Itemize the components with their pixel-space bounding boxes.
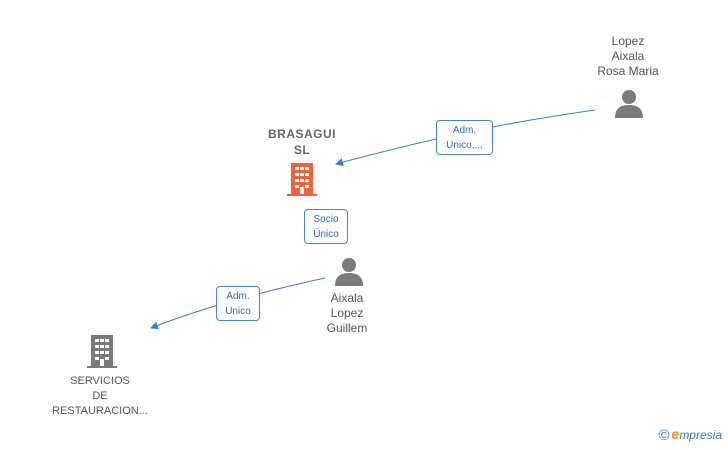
edge-label-line-1: Adm. xyxy=(226,291,250,302)
person-icon[interactable] xyxy=(614,88,644,118)
edge-label-adm-unico-top[interactable]: Adm. Unico,... xyxy=(436,120,493,155)
brand-name: mpresia xyxy=(679,428,722,442)
edge-label-socio-unico[interactable]: Socio Único xyxy=(304,209,348,244)
edge-lopez-to-brasagui xyxy=(335,109,596,167)
empresia-logo: ©empresia xyxy=(658,426,722,444)
edge-label-line-2: Unico xyxy=(225,306,251,317)
company-name-line-1: BRASAGUI xyxy=(267,127,336,141)
person-name-line-3: Rosa Maria xyxy=(597,64,659,78)
person-node-lopez-aixala[interactable]: Lopez Aixala Rosa Maria xyxy=(583,34,673,79)
person-name-line-3: Guillem xyxy=(326,321,368,335)
company-name-line-2: SL xyxy=(293,143,311,157)
person-node-aixala-lopez[interactable]: Aixala Lopez Guillem xyxy=(302,291,392,336)
company-node-servicios[interactable]: SERVICIOS DE RESTAURACION... xyxy=(40,374,160,419)
person-icon[interactable] xyxy=(334,256,364,286)
edge-label-line-2: Unico,... xyxy=(446,140,483,151)
building-icon[interactable] xyxy=(87,335,117,368)
copyright-icon: © xyxy=(658,427,670,444)
person-name-line-2: Lopez xyxy=(330,306,364,320)
edge-label-line-2: Único xyxy=(313,229,339,240)
brand-e: e xyxy=(671,426,680,442)
person-name-line-1: Lopez xyxy=(611,34,645,48)
person-name-line-1: Aixala xyxy=(330,291,364,305)
company-name-line-1: SERVICIOS xyxy=(70,375,130,387)
company-name-line-2: DE xyxy=(92,390,108,402)
company-node-brasagui[interactable]: BRASAGUI SL xyxy=(252,126,352,158)
person-name-line-2: Aixala xyxy=(611,49,645,63)
company-name-line-3: RESTAURACION... xyxy=(52,405,148,417)
edge-label-adm-unico-bottom[interactable]: Adm. Unico xyxy=(216,286,260,321)
edge-label-line-1: Socio xyxy=(313,214,339,225)
building-icon-highlight[interactable] xyxy=(287,163,317,196)
edge-label-line-1: Adm. xyxy=(452,125,477,136)
